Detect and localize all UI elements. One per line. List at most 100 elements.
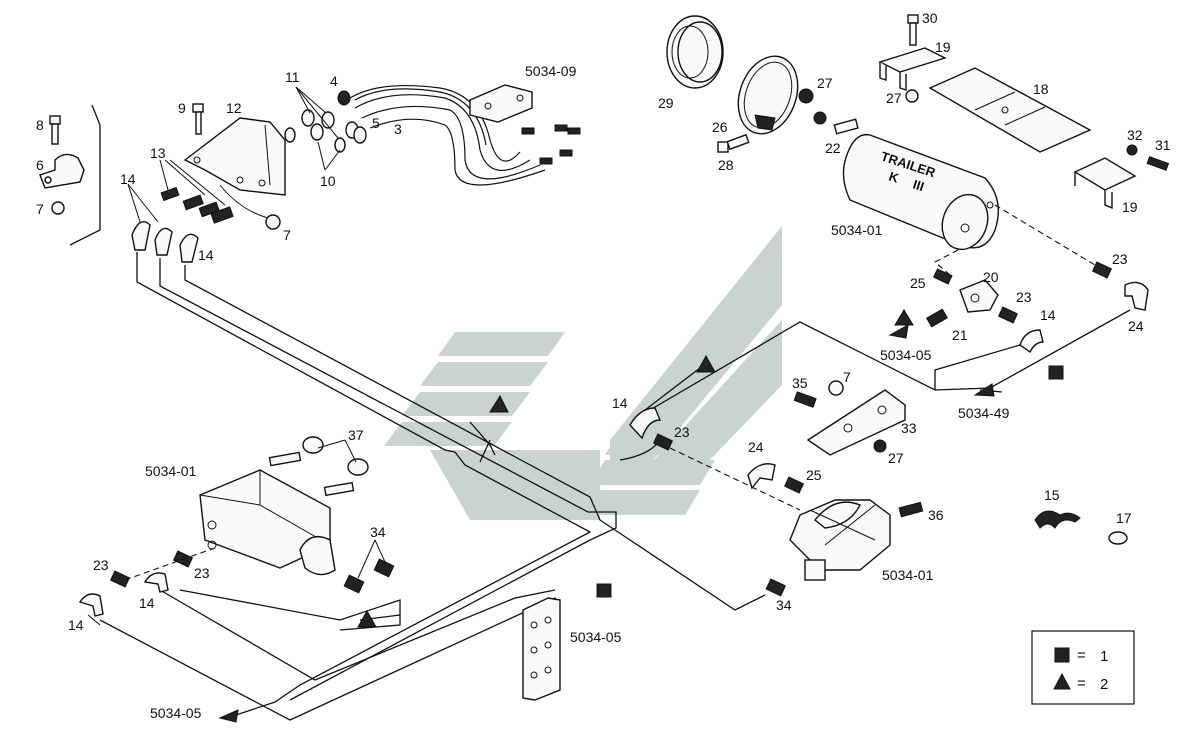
bolt-part-8 — [49, 115, 61, 145]
bolt-part-36 — [898, 501, 924, 518]
callout-labels: 8 6 7 9 12 13 14 14 7 11 4 5 3 10 5034-0… — [36, 10, 1171, 721]
label-15: 15 — [1044, 487, 1060, 503]
fitting-part-23-mid2 — [652, 433, 674, 451]
fitting-part-25-top — [932, 268, 953, 285]
bracket-part-19-right — [1073, 157, 1137, 210]
clip-part-15 — [1034, 510, 1081, 529]
label-5034-01-left: 5034-01 — [145, 463, 197, 479]
bolt-part-9 — [192, 103, 204, 135]
label-14-b: 14 — [198, 247, 214, 263]
group-bracket — [69, 104, 101, 246]
label-24-a: 24 — [1128, 318, 1144, 334]
label-13: 13 — [150, 145, 166, 161]
elbow-part-14-right — [1019, 329, 1044, 354]
legend-triangle-icon — [1053, 672, 1071, 690]
label-37: 37 — [348, 427, 364, 443]
nut-part-7-c — [828, 380, 844, 396]
legend-equals-2: = — [1077, 675, 1086, 692]
fitting-part-34-b — [373, 558, 395, 578]
label-5034-05-a: 5034-05 — [880, 347, 932, 363]
label-35: 35 — [792, 375, 808, 391]
elbow-part-14-left-b — [78, 593, 104, 617]
label-27-b: 27 — [886, 90, 902, 106]
label-33: 33 — [901, 420, 917, 436]
tee-fitting-part-20 — [959, 279, 999, 313]
fitting-part-34-right — [765, 578, 787, 597]
strap-part-18 — [928, 67, 1092, 153]
fitting-part-21 — [926, 308, 948, 328]
legend-square-value: 1 — [1100, 648, 1108, 665]
label-25-a: 25 — [910, 275, 926, 291]
label-14-e: 14 — [139, 595, 155, 611]
label-7-b: 7 — [283, 227, 291, 243]
label-19-b: 19 — [1122, 199, 1138, 215]
label-5034-05-b: 5034-05 — [150, 705, 202, 721]
label-14-d: 14 — [612, 395, 628, 411]
elbow-fittings-part-14 — [131, 221, 199, 263]
fitting-part-34-a — [343, 574, 365, 594]
label-34-a: 34 — [370, 524, 386, 540]
label-27-c: 27 — [888, 450, 904, 466]
label-32: 32 — [1127, 127, 1143, 143]
air-tank: TRAILER K III — [842, 133, 999, 251]
fitting-part-23-right — [1091, 261, 1113, 279]
legend: = 1 = 2 — [1031, 630, 1135, 705]
label-9: 9 — [178, 100, 186, 116]
nut-part-27-b — [905, 89, 919, 103]
elbow-part-14-mid — [629, 407, 662, 440]
label-14-f: 14 — [68, 617, 84, 633]
label-23-b: 23 — [1112, 251, 1128, 267]
bolt-part-28 — [717, 133, 750, 153]
nuts-part-37 — [302, 436, 369, 476]
relay-valve-5034-01 — [789, 499, 891, 581]
fitting-part-25-mid — [783, 476, 805, 494]
label-21: 21 — [952, 327, 968, 343]
label-7-c: 7 — [843, 369, 851, 385]
plate-5034-05 — [522, 597, 561, 701]
ring-part-29 — [666, 15, 724, 89]
arrow-markers — [218, 324, 995, 723]
legend-triangle-value: 2 — [1100, 676, 1108, 693]
small-fittings-right-of-block — [521, 124, 581, 165]
label-23-a: 23 — [1016, 289, 1032, 305]
washers-part-10-11 — [284, 90, 367, 153]
fitting-part-23-left-a — [109, 570, 131, 588]
label-12: 12 — [226, 100, 242, 116]
elbow-part-24-right — [1124, 281, 1149, 311]
label-10: 10 — [320, 173, 336, 189]
routing-lines — [99, 252, 1131, 721]
label-7: 7 — [36, 201, 44, 217]
label-5034-05-plate: 5034-05 — [570, 629, 622, 645]
label-24-b: 24 — [748, 439, 764, 455]
bracket-part-33 — [806, 389, 906, 456]
legend-square-icon — [1054, 647, 1070, 663]
fittings-part-13 — [160, 186, 234, 224]
label-17: 17 — [1116, 510, 1132, 526]
nut-part-7-b — [265, 214, 281, 230]
bolt-part-22 — [813, 111, 859, 135]
nut-part-27-c — [873, 439, 887, 453]
marker-symbols — [357, 309, 1064, 628]
label-22: 22 — [825, 140, 841, 156]
control-valve-5034-01 — [199, 451, 355, 576]
label-5034-01-right: 5034-01 — [882, 567, 934, 583]
label-5034-49: 5034-49 — [958, 405, 1010, 421]
label-5034-09: 5034-09 — [525, 63, 577, 79]
plug-part-17 — [1108, 531, 1128, 545]
nut-part-7 — [51, 201, 65, 215]
label-25-b: 25 — [806, 467, 822, 483]
bolt-part-30 — [907, 14, 919, 46]
watermark-logo — [384, 226, 782, 520]
label-36: 36 — [928, 507, 944, 523]
label-26: 26 — [712, 119, 728, 135]
legend-equals-1: = — [1077, 647, 1086, 664]
label-19-a: 19 — [935, 39, 951, 55]
label-29: 29 — [658, 95, 674, 111]
label-14-a: 14 — [120, 171, 136, 187]
label-4: 4 — [330, 73, 338, 89]
label-27: 27 — [817, 75, 833, 91]
label-30: 30 — [922, 10, 938, 26]
label-20: 20 — [983, 269, 999, 285]
elbow-part-24-mid — [747, 463, 776, 490]
label-5: 5 — [372, 115, 380, 131]
